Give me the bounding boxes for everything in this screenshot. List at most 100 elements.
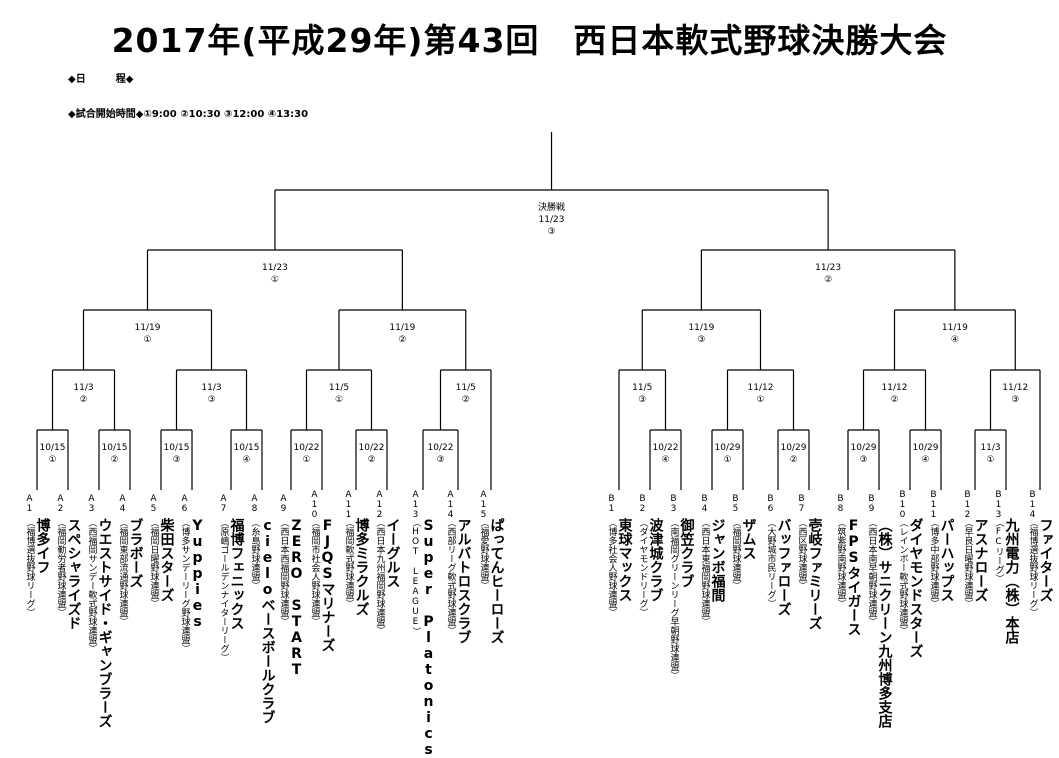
game-f8-t2: ④ bbox=[661, 455, 670, 465]
team-a4: A4 ブラボーズ（福岡東部流通野球連盟） bbox=[117, 490, 144, 626]
team-league: （南福岡グリーンリーグ早朝野球連盟） bbox=[668, 518, 679, 680]
team-code: A12 bbox=[374, 490, 385, 520]
team-league: （福愛野球連盟） bbox=[478, 518, 489, 590]
team-league: （西部リーグ軟式野球連盟） bbox=[445, 518, 456, 635]
team-name: アルバトロスクラブ bbox=[455, 518, 472, 644]
game-f8-t1: 10/22 bbox=[652, 443, 679, 453]
team-league: （福岡軟式野球連盟） bbox=[343, 518, 354, 608]
team-name: ブラボーズ bbox=[127, 518, 144, 588]
game-label-r6: 11/12 ① bbox=[745, 382, 776, 406]
game-r4-t1: 11/5 bbox=[455, 383, 476, 393]
team-name: スペシャライズド bbox=[65, 518, 82, 630]
team-code: A9 bbox=[278, 494, 289, 514]
game-r2-t1: 11/3 bbox=[201, 383, 222, 393]
team-league: （大野城市民リーグ） bbox=[765, 518, 776, 608]
team-league: （福岡日曜野球連盟） bbox=[148, 518, 159, 608]
team-name: 福博フェニックス bbox=[228, 518, 245, 630]
team-code: B8 bbox=[835, 494, 846, 514]
game-q4-t1: 11/19 bbox=[941, 323, 968, 333]
game-q4-t2: ④ bbox=[950, 335, 959, 345]
team-code: B14 bbox=[1027, 490, 1038, 520]
team-league: （HOT LEAGUE） bbox=[410, 518, 421, 636]
team-b1: B1 東球マックス（博多社会人野球連盟） bbox=[606, 490, 633, 617]
team-code: A10 bbox=[309, 490, 320, 520]
team-code: A1 bbox=[24, 494, 35, 514]
game-f1-t1: 10/15 bbox=[39, 443, 66, 453]
team-code: A4 bbox=[117, 494, 128, 514]
team-name: ファイターズ bbox=[1037, 518, 1054, 602]
game-label-f5: 10/22 ① bbox=[291, 442, 322, 466]
team-name: FJQSマリナーズ bbox=[319, 518, 336, 652]
team-name: Super Platonics bbox=[420, 518, 437, 758]
team-code: B13 bbox=[993, 490, 1004, 520]
tournament-bracket bbox=[36, 132, 1041, 490]
team-name: アスナローズ bbox=[972, 518, 989, 602]
team-name: cieloベースボールクラブ bbox=[259, 518, 276, 724]
game-f9-t2: ① bbox=[723, 455, 732, 465]
game-f3-t2: ③ bbox=[172, 455, 181, 465]
team-name: 御笠クラブ bbox=[678, 518, 695, 588]
game-sfB-t2: ② bbox=[824, 275, 833, 285]
team-name: 東球マックス bbox=[616, 518, 633, 602]
team-code: A8 bbox=[249, 494, 260, 514]
team-league: （西日本西福岡野球連盟） bbox=[278, 518, 289, 626]
team-code: A13 bbox=[410, 490, 421, 520]
team-name: ザムス bbox=[740, 518, 757, 560]
game-f5-t1: 10/22 bbox=[293, 443, 320, 453]
team-league: （福岡東部流通野球連盟） bbox=[117, 518, 128, 626]
team-league: （博多中部野球連盟） bbox=[928, 518, 939, 608]
team-code: A14 bbox=[445, 490, 456, 520]
team-name: ZERO START bbox=[288, 518, 305, 678]
team-name: 波津城クラブ bbox=[647, 518, 664, 602]
team-code: B3 bbox=[668, 494, 679, 514]
game-f11-t2: ③ bbox=[859, 455, 868, 465]
game-r6-t2: ① bbox=[756, 395, 765, 405]
team-league: （西福岡サンデー軟式野球連盟） bbox=[86, 518, 97, 653]
game-f5-t2: ① bbox=[302, 455, 311, 465]
team-code: B4 bbox=[699, 494, 710, 514]
game-f4-t2: ④ bbox=[242, 455, 251, 465]
game-q3-t2: ③ bbox=[697, 335, 706, 345]
game-r4-t2: ② bbox=[461, 395, 470, 405]
game-q2-t2: ② bbox=[398, 335, 407, 345]
game-f10-t1: 10/29 bbox=[780, 443, 807, 453]
game-r8-t2: ③ bbox=[1011, 395, 1020, 405]
team-league: （福博選抜野球リーグ） bbox=[1027, 518, 1038, 617]
team-league: （レインボー軟式野球連盟） bbox=[897, 518, 908, 635]
game-r6-t1: 11/12 bbox=[747, 383, 774, 393]
schedule-label: ◆日 程◆ bbox=[68, 74, 134, 85]
team-code: A2 bbox=[55, 494, 66, 514]
game-sfA-t2: ① bbox=[270, 275, 279, 285]
team-code: B1 bbox=[606, 494, 617, 514]
team-league: （糸島野球連盟） bbox=[249, 518, 260, 590]
team-name: バッファローズ bbox=[775, 518, 792, 616]
game-f6-t2: ② bbox=[367, 455, 376, 465]
game-f11-t1: 10/29 bbox=[850, 443, 877, 453]
team-code: A3 bbox=[86, 494, 97, 514]
team-league: （西日本南早朝野球連盟） bbox=[866, 518, 877, 626]
team-league: （博多社会人野球連盟） bbox=[606, 518, 617, 617]
